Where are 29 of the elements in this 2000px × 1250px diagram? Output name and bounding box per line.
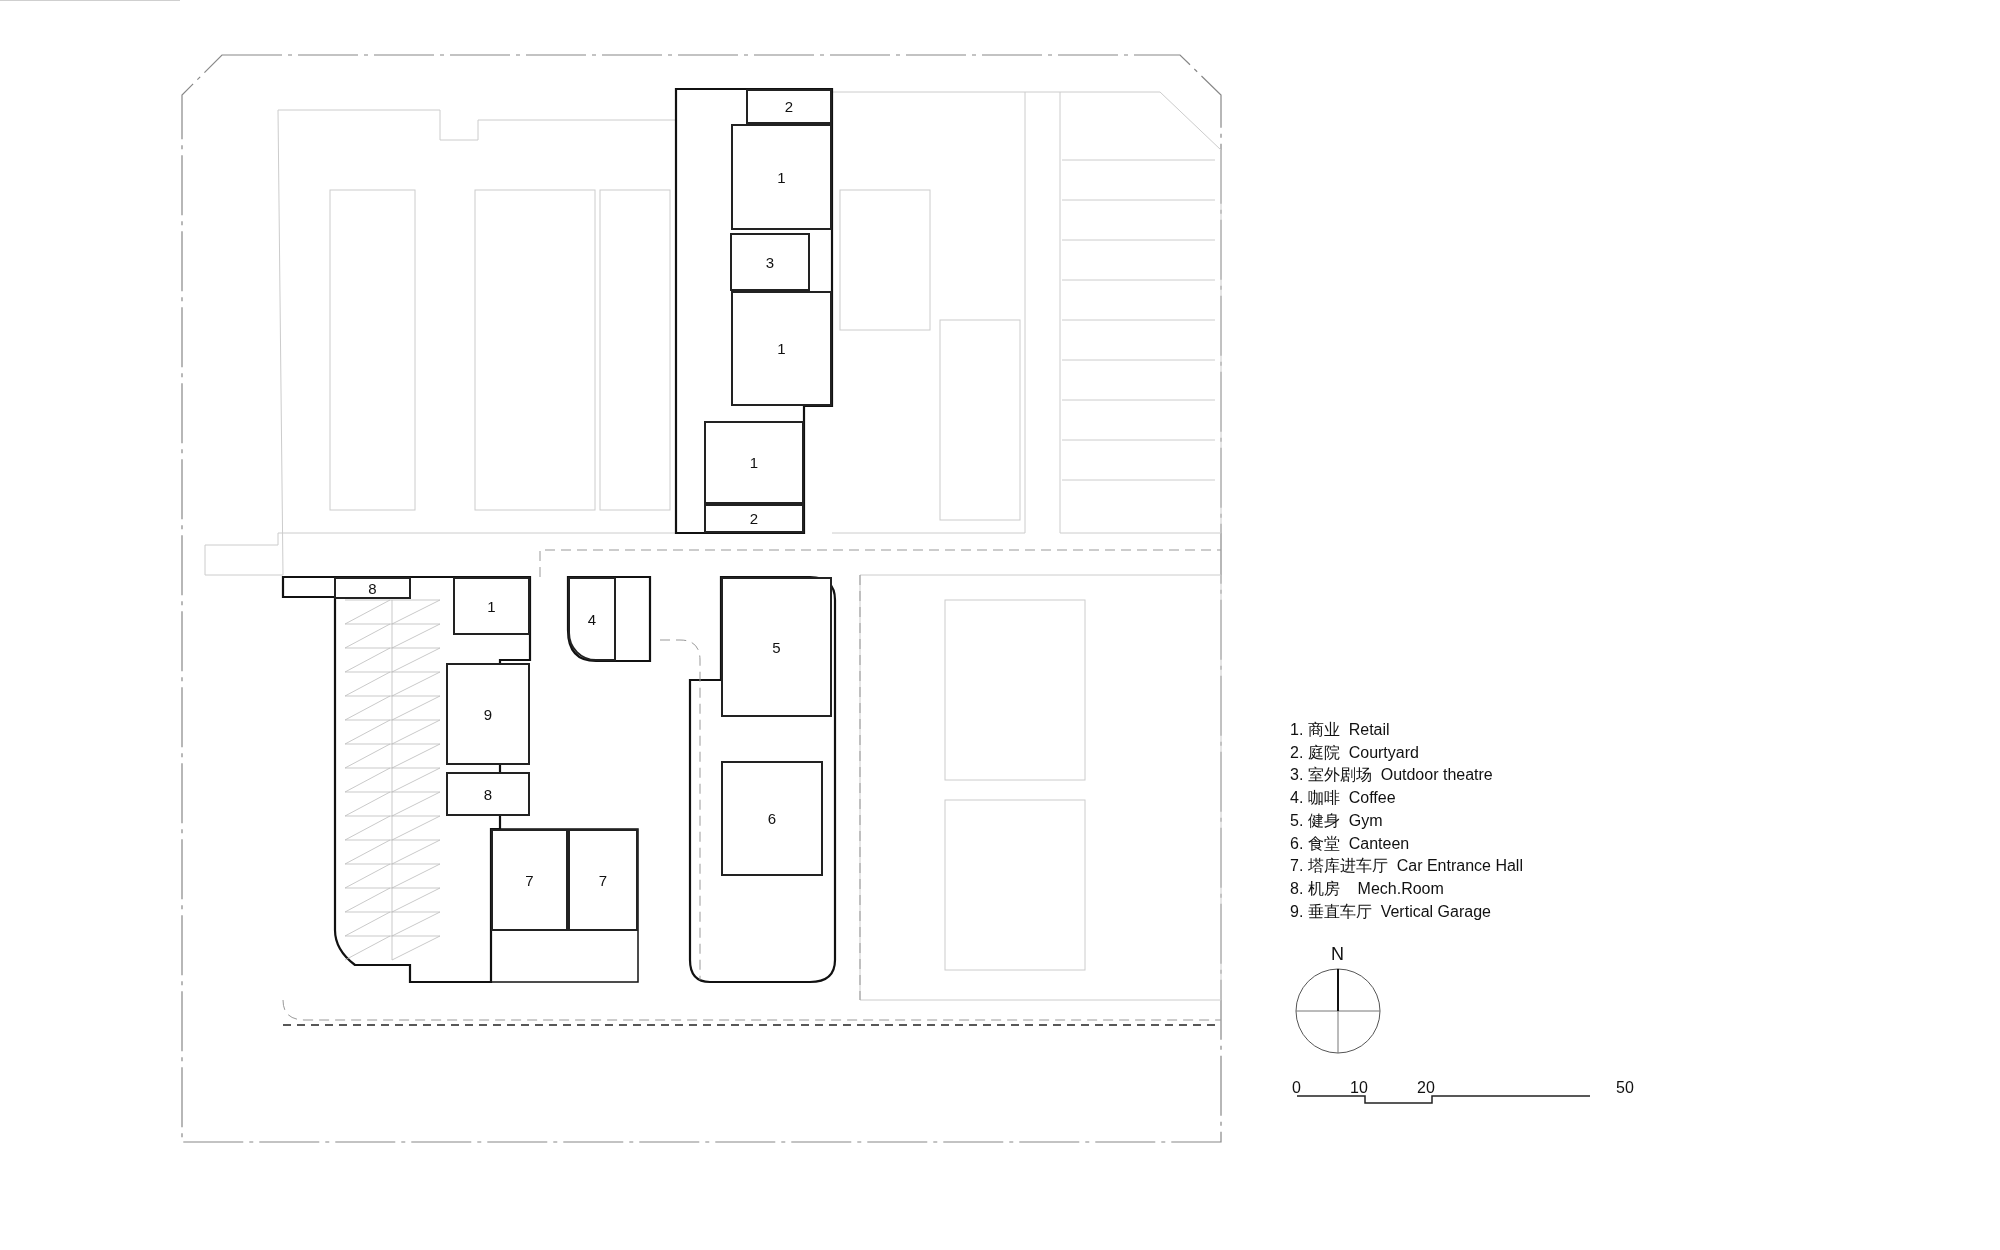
legend-entry: 9. 垂直车厅 Vertical Garage [1290, 901, 1491, 922]
room: 1 [731, 124, 832, 230]
room: 9 [446, 663, 530, 765]
room: 7 [568, 829, 638, 931]
legend-entry: 6. 食堂 Canteen [1290, 833, 1410, 854]
room: 6 [721, 761, 823, 876]
room: 8 [334, 577, 411, 599]
room: 7 [491, 829, 568, 931]
scale-label: 0 [1292, 1079, 1301, 1097]
room: 1 [704, 421, 804, 504]
room: 1 [453, 577, 530, 635]
north-label: N [1331, 944, 1344, 965]
scale-label: 10 [1350, 1079, 1368, 1097]
room: 1 [731, 291, 832, 406]
room: 4 [568, 577, 616, 661]
legend-entry: 1. 商业 Retail [1290, 720, 1390, 740]
legend-entry: 5. 健身 Gym [1290, 810, 1383, 831]
legend-entry: 4. 咖啡 Coffee [1290, 788, 1396, 809]
room: 3 [730, 233, 810, 291]
room: 2 [704, 504, 804, 533]
scale-label: 50 [1616, 1079, 1634, 1097]
room: 5 [721, 577, 832, 717]
legend-entry: 3. 室外剧场 Outdoor theatre [1290, 765, 1493, 786]
room: 8 [446, 772, 530, 816]
legend-entry: 2. 庭院 Courtyard [1290, 742, 1419, 763]
legend-entry: 7. 塔库进车厅 Car Entrance Hall [1290, 856, 1523, 877]
scale-label: 20 [1417, 1079, 1435, 1097]
room: 2 [746, 89, 832, 124]
legend-entry: 8. 机房 Mech.Room [1290, 878, 1444, 899]
